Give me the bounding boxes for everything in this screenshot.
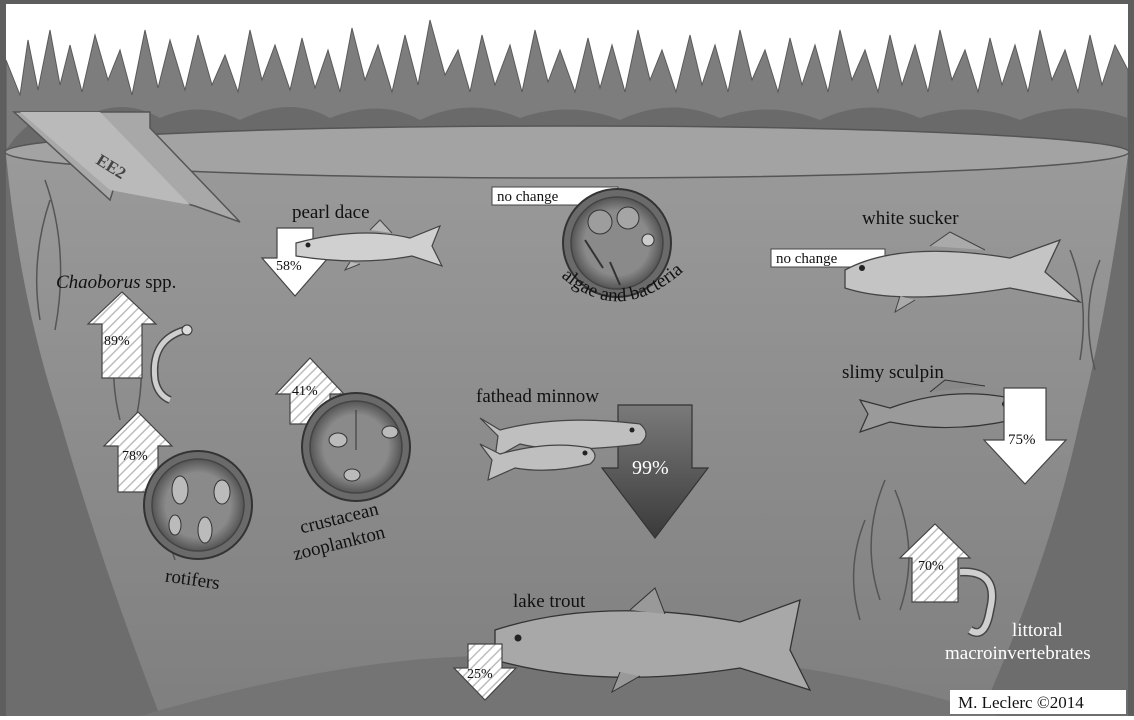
slimy-sculpin-label: slimy sculpin: [842, 362, 944, 383]
littoral-percent: 70%: [918, 559, 944, 574]
white-sucker-change-label: no change: [776, 251, 838, 267]
pearl-dace-label: pearl dace: [292, 202, 370, 223]
fathead-label: fathead minnow: [476, 386, 599, 407]
fathead-percent: 99%: [632, 457, 669, 479]
algae-change-label: no change: [497, 189, 559, 205]
crustacean-circle: [302, 393, 410, 501]
rotifers-percent: 78%: [122, 449, 148, 464]
lake-trout-percent: 25%: [467, 667, 493, 682]
white-sucker-label: white sucker: [862, 208, 959, 229]
littoral-label-line1: littoral: [1012, 620, 1063, 641]
lake-trout-label: lake trout: [513, 591, 586, 612]
rotifers-circle: [144, 451, 252, 559]
chaoborus-label: Chaoborus spp.: [56, 272, 176, 293]
chaoborus-percent: 89%: [104, 334, 130, 349]
littoral-label-line2: macroinvertebrates: [945, 643, 1091, 664]
slimy-sculpin-percent: 75%: [1008, 432, 1036, 448]
crustacean-percent: 41%: [292, 384, 318, 399]
credit-text: M. Leclerc ©2014: [958, 693, 1084, 712]
pearl-dace-percent: 58%: [276, 259, 302, 274]
